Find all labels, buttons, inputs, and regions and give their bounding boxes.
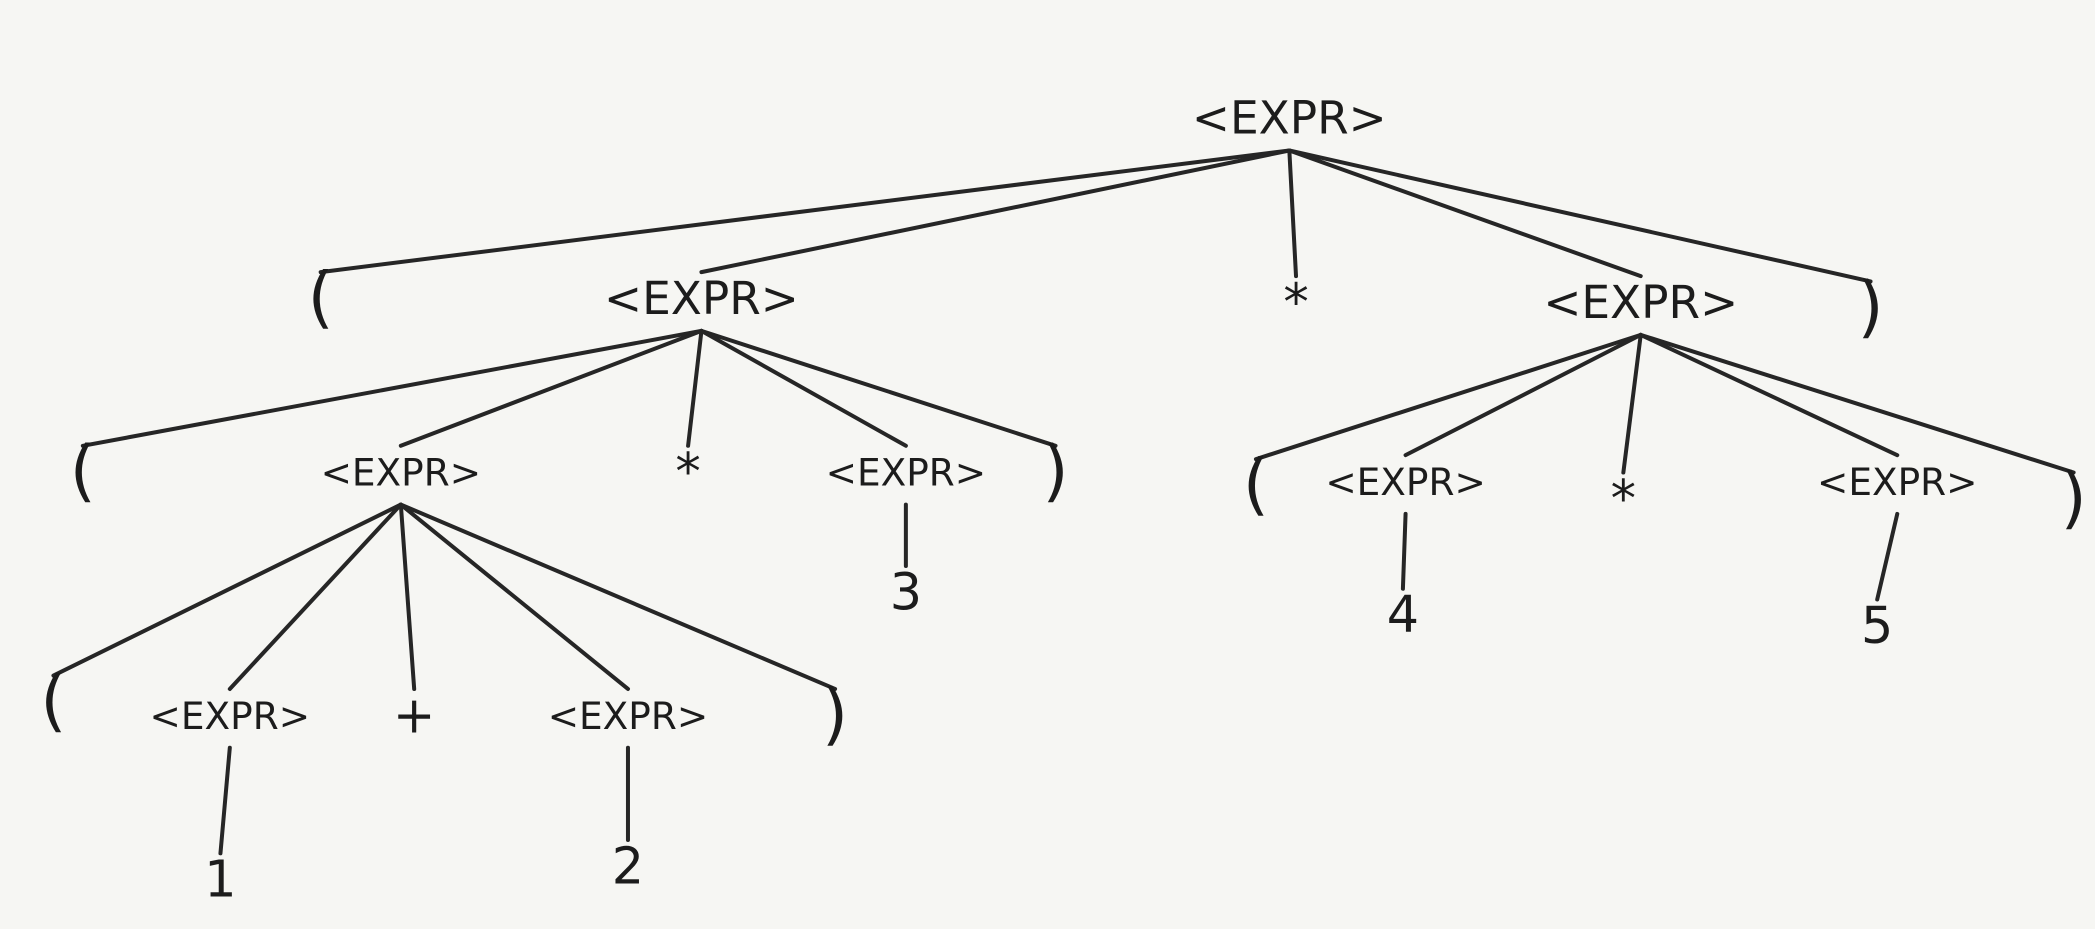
terminal-node: * [675, 442, 700, 501]
terminal-node: * [1283, 273, 1308, 332]
tree-edge [398, 502, 838, 691]
tree-edge [398, 502, 417, 691]
tree-edge [80, 328, 704, 448]
terminal-node: 5 [1861, 596, 1893, 655]
tree-edge [699, 328, 908, 448]
terminal-node: + [393, 685, 436, 744]
nonterminal-node: <EXPR> [826, 451, 987, 495]
tree-edge [699, 328, 1058, 448]
tree-edges [51, 148, 2076, 856]
nonterminal-node: <EXPR> [1325, 460, 1486, 504]
tree-edge [1253, 332, 1643, 462]
tree-edge [1875, 511, 1900, 602]
terminal-node: * [1611, 469, 1636, 528]
tree-edge [686, 328, 704, 448]
nonterminal-node: <EXPR> [1192, 92, 1387, 145]
paren-node: ) [1858, 267, 1884, 345]
nonterminal-node: <EXPR> [321, 451, 482, 495]
tree-edge [1287, 148, 1873, 284]
terminal-node: 3 [890, 562, 922, 621]
nonterminal-node: <EXPR> [548, 694, 708, 738]
paren-node: ( [1243, 445, 1269, 523]
tree-edge [1403, 332, 1643, 458]
tree-edge [318, 148, 1292, 275]
tree-edge [398, 502, 630, 691]
tree-edge [699, 148, 1292, 275]
paren-node: ( [70, 432, 96, 510]
tree-edge [227, 502, 403, 691]
tree-nodes: <EXPR> ( <EXPR> * <EXPR>) ( <EXPR> * <EXPR>) 3 ( <E… [40, 92, 2086, 909]
terminal-node: 1 [204, 850, 236, 909]
terminal-node: 4 [1387, 585, 1419, 644]
nonterminal-node: <EXPR> [1543, 276, 1738, 329]
tree-edge [1638, 332, 1900, 458]
tree-edge [218, 745, 232, 856]
paren-node: ) [1042, 432, 1068, 510]
tree-edge [398, 328, 704, 448]
paren-node: ( [40, 662, 66, 740]
tree-edge [1287, 148, 1299, 279]
nonterminal-node: <EXPR> [1817, 460, 1977, 504]
paren-node: ( [308, 258, 334, 336]
tree-edge [51, 502, 403, 678]
tree-edge [1400, 511, 1408, 591]
terminal-node: 2 [612, 836, 644, 895]
tree-edge [1621, 332, 1643, 475]
tree-edge [1638, 332, 2076, 475]
tree-edge [1287, 148, 1643, 279]
paren-node: ) [822, 675, 848, 753]
nonterminal-node: <EXPR> [604, 272, 799, 325]
paren-node: ) [2061, 458, 2087, 536]
nonterminal-node: <EXPR> [150, 694, 311, 738]
